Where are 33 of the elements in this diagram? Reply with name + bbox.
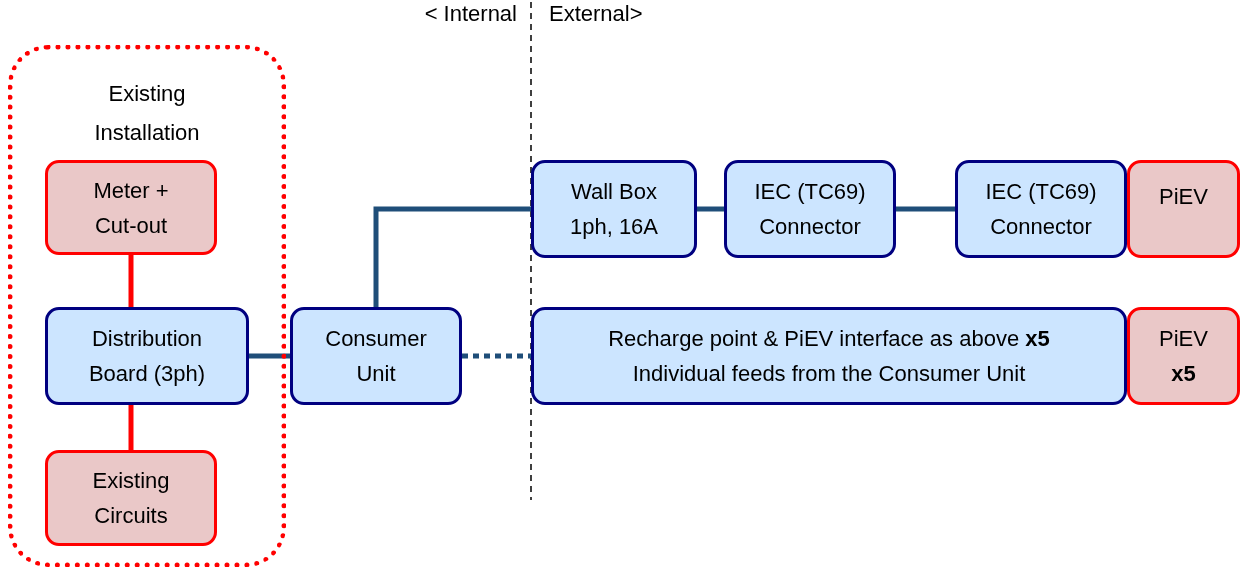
box-label: PiEV (1158, 325, 1209, 353)
box-label: Recharge point & PiEV interface as above x5 (607, 325, 1051, 353)
connector-line (373, 206, 531, 307)
connector-line (128, 405, 134, 450)
component-box (724, 160, 896, 258)
box-label: x5 (1170, 360, 1197, 388)
component-box (955, 160, 1127, 258)
group-title: Existing Installation (93, 80, 201, 147)
connector-line (128, 255, 134, 307)
connector-line (249, 353, 290, 359)
existing-box (45, 450, 217, 546)
box-label: Individual feeds from the Consumer Unit (631, 360, 1027, 388)
box-label: Existing Circuits (91, 467, 171, 530)
connector-line (697, 206, 724, 212)
existing-box (1127, 307, 1240, 405)
box-label: Wall Box 1ph, 16A (568, 178, 660, 241)
component-box (290, 307, 462, 405)
box-label: Meter + Cut-out (92, 176, 170, 240)
vehicle-box (1127, 160, 1240, 258)
connector-line (462, 353, 531, 359)
component-box (531, 160, 697, 258)
component-box (45, 307, 249, 405)
zone-label: External> (549, 0, 643, 28)
existing-box (45, 160, 217, 255)
box-label: IEC (TC69) Connector (984, 178, 1098, 241)
group-frame (8, 45, 286, 567)
box-label: PiEV (1158, 183, 1209, 211)
connector-line (896, 206, 955, 212)
box-label: IEC (TC69) Connector (753, 178, 867, 241)
component-box (531, 307, 1127, 405)
zone-label: < Internal (424, 0, 517, 28)
box-label: Consumer Unit (324, 325, 428, 388)
box-label: Distribution Board (3ph) (87, 325, 207, 388)
